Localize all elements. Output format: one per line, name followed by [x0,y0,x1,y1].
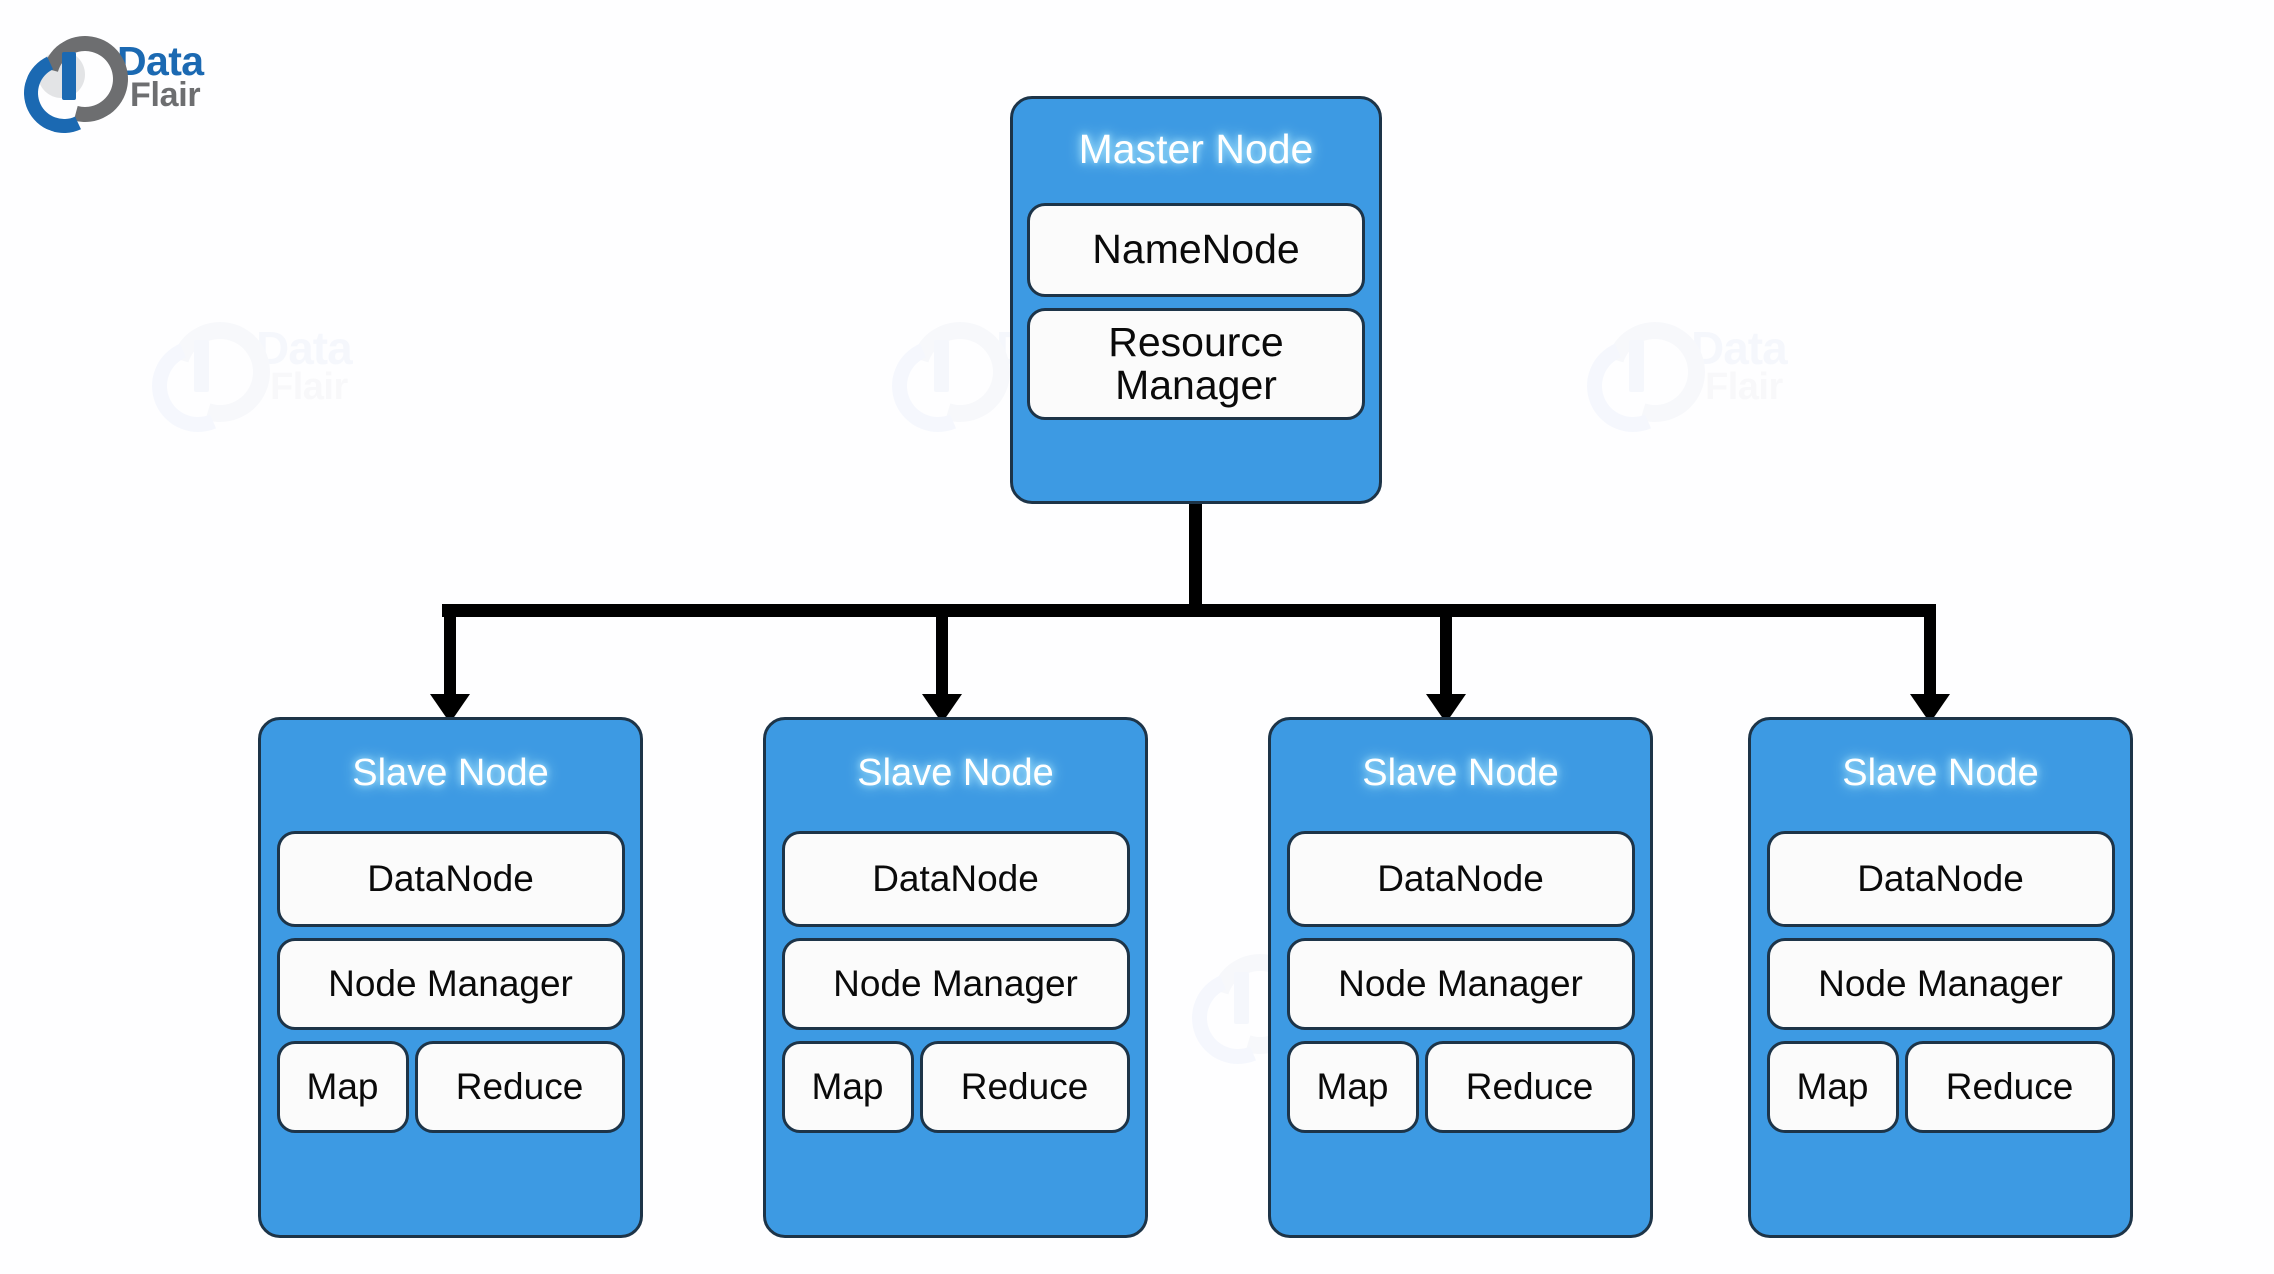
task-reduce[interactable]: Reduce [1424,1041,1635,1133]
component-resource-manager[interactable]: Resource Manager [1027,308,1365,420]
watermark-text-secondary: Flair [270,365,348,408]
component-node-manager[interactable]: Node Manager [781,938,1130,1030]
master-node[interactable]: Master Node NameNode Resource Manager [1010,96,1382,504]
watermark-text-primary: Data [1691,321,1788,374]
task-row: Map Reduce [1286,1041,1635,1133]
task-reduce[interactable]: Reduce [919,1041,1130,1133]
component-datanode[interactable]: DataNode [276,831,625,927]
brand-name-secondary: Flair [130,76,201,115]
component-namenode[interactable]: NameNode [1027,203,1365,297]
task-row: Map Reduce [276,1041,625,1133]
task-map[interactable]: Map [1286,1041,1419,1133]
watermark-logo: Data Flair [138,304,353,446]
component-node-manager[interactable]: Node Manager [276,938,625,1030]
task-row: Map Reduce [781,1041,1130,1133]
connector-drop-1 [444,614,456,704]
task-reduce[interactable]: Reduce [1904,1041,2115,1133]
slave-node-2[interactable]: Slave Node DataNode Node Manager Map Red… [763,717,1148,1238]
slave-node-3[interactable]: Slave Node DataNode Node Manager Map Red… [1268,717,1653,1238]
slave-node-title: Slave Node [1362,752,1559,794]
brand-name-primary: Data [117,37,204,84]
dataflair-logo-icon [878,304,1028,446]
slave-node-4[interactable]: Slave Node DataNode Node Manager Map Red… [1748,717,2133,1238]
connector-drop-3 [1440,614,1452,704]
task-reduce[interactable]: Reduce [414,1041,625,1133]
dataflair-brand-logo: Data Flair [12,20,204,145]
watermark-logo: Data Flair [1573,304,1788,446]
connector-drop-2 [936,614,948,704]
slave-node-title: Slave Node [352,752,549,794]
component-datanode[interactable]: DataNode [781,831,1130,927]
connector-drop-4 [1924,614,1936,704]
slave-node-1[interactable]: Slave Node DataNode Node Manager Map Red… [258,717,643,1238]
component-datanode[interactable]: DataNode [1286,831,1635,927]
master-node-title: Master Node [1078,126,1314,172]
component-node-manager[interactable]: Node Manager [1286,938,1635,1030]
connector-master-stem [1189,503,1202,615]
watermark-text-primary: Data [256,321,353,374]
watermark-text-secondary: Flair [1705,365,1783,408]
dataflair-logo-icon [1573,304,1723,446]
task-row: Map Reduce [1766,1041,2115,1133]
task-map[interactable]: Map [781,1041,914,1133]
task-map[interactable]: Map [276,1041,409,1133]
slave-node-title: Slave Node [1842,752,2039,794]
connector-bus [442,604,1936,617]
component-datanode[interactable]: DataNode [1766,831,2115,927]
dataflair-logo-icon [138,304,288,446]
dataflair-logo-icon [12,20,144,145]
task-map[interactable]: Map [1766,1041,1899,1133]
component-node-manager[interactable]: Node Manager [1766,938,2115,1030]
slave-node-title: Slave Node [857,752,1054,794]
